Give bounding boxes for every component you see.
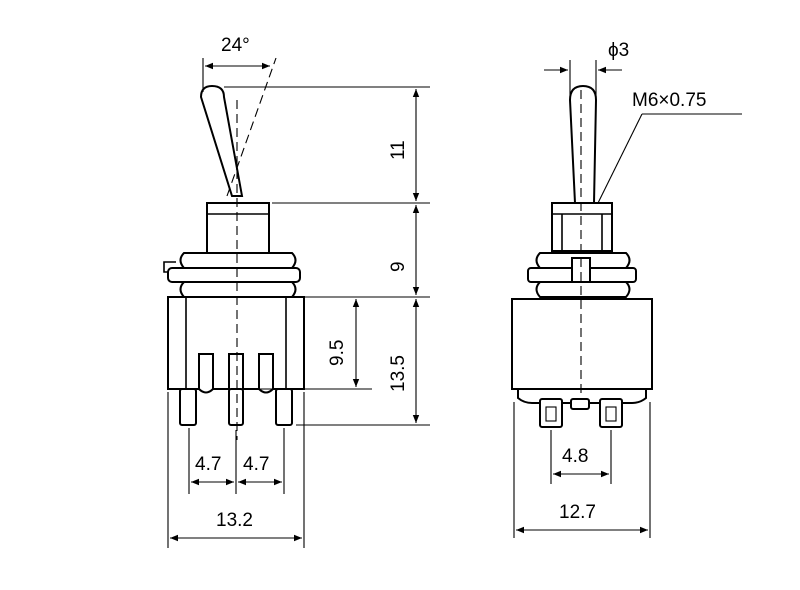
dim-lever-height: 11 (388, 140, 409, 160)
side-bushing (551, 202, 613, 252)
thread-label: M6×0.75 (632, 90, 706, 111)
front-washer (167, 267, 301, 283)
dim-pitch-right: 4.7 (243, 454, 269, 475)
side-dimensions: ϕ3 M6×0.75 4.8 12.7 (513, 40, 742, 538)
dim-body-width-front: 13.2 (216, 510, 253, 531)
dim-bushing-height: 9 (388, 261, 409, 272)
side-view (511, 84, 653, 428)
angle-label: 24° (221, 35, 250, 56)
dim-lever-dia: ϕ3 (608, 40, 629, 61)
front-nut (179, 252, 297, 269)
side-terminals (539, 398, 623, 428)
dim-terminal-height: 9.5 (327, 340, 348, 366)
front-dimensions: 24° 11 9 9.5 13.5 4.7 4.7 13.2 (167, 35, 430, 548)
front-bushing (206, 202, 270, 254)
dim-terminal-pitch: 4.8 (562, 446, 588, 467)
front-lever (199, 84, 244, 197)
front-view (163, 57, 305, 440)
side-lever (568, 84, 598, 204)
front-terminals (179, 353, 293, 426)
dim-body-width-side: 12.7 (559, 502, 596, 523)
dim-body-height: 13.5 (388, 355, 409, 392)
dim-pitch-left: 4.7 (195, 454, 221, 475)
side-body (511, 298, 653, 390)
